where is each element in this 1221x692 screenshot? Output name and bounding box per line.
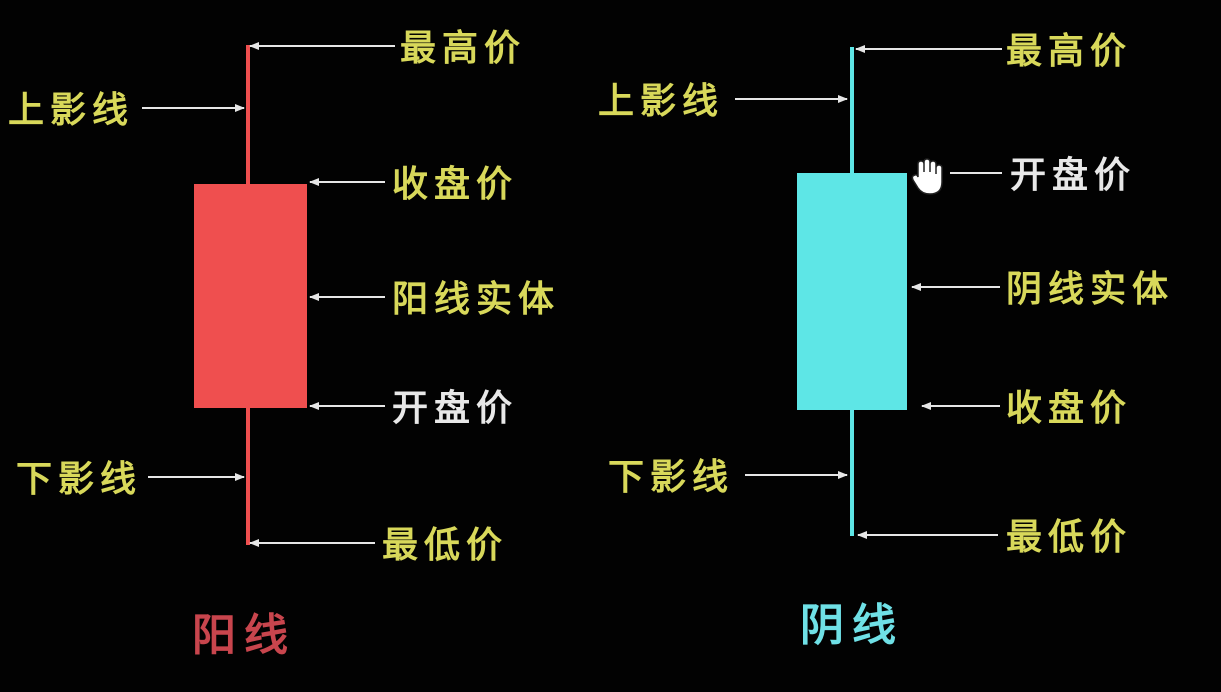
title-bullish: 阳线 bbox=[192, 610, 296, 661]
label-bear-low: 最低价 bbox=[1006, 517, 1132, 558]
hand-cursor-icon bbox=[911, 158, 943, 195]
label-bear-high: 最高价 bbox=[1006, 31, 1132, 72]
bull-body bbox=[194, 184, 307, 408]
label-bear-lower-shadow: 下影线 bbox=[608, 457, 734, 498]
label-bull-lower-shadow: 下影线 bbox=[16, 459, 142, 500]
bearish-candle-group: 最高价 上影线 开盘价 阴线实体 收盘价 下影线 最低价 阴线 bbox=[598, 31, 1174, 651]
label-bear-close: 收盘价 bbox=[1006, 387, 1132, 429]
label-bear-open: 开盘价 bbox=[1010, 154, 1136, 196]
label-bull-body: 阳线实体 bbox=[392, 279, 560, 320]
title-bearish: 阴线 bbox=[800, 600, 904, 651]
bear-body bbox=[797, 173, 907, 410]
label-bear-body: 阴线实体 bbox=[1006, 269, 1174, 310]
label-bull-open: 开盘价 bbox=[392, 387, 518, 429]
label-bull-upper-shadow: 上影线 bbox=[8, 90, 134, 131]
label-bull-high: 最高价 bbox=[400, 28, 526, 69]
label-bull-close: 收盘价 bbox=[392, 163, 518, 205]
label-bear-upper-shadow: 上影线 bbox=[598, 81, 724, 122]
label-bull-low: 最低价 bbox=[382, 525, 508, 566]
bullish-candle-group: 最高价 上影线 收盘价 阳线实体 开盘价 下影线 最低价 阳线 bbox=[8, 28, 560, 661]
